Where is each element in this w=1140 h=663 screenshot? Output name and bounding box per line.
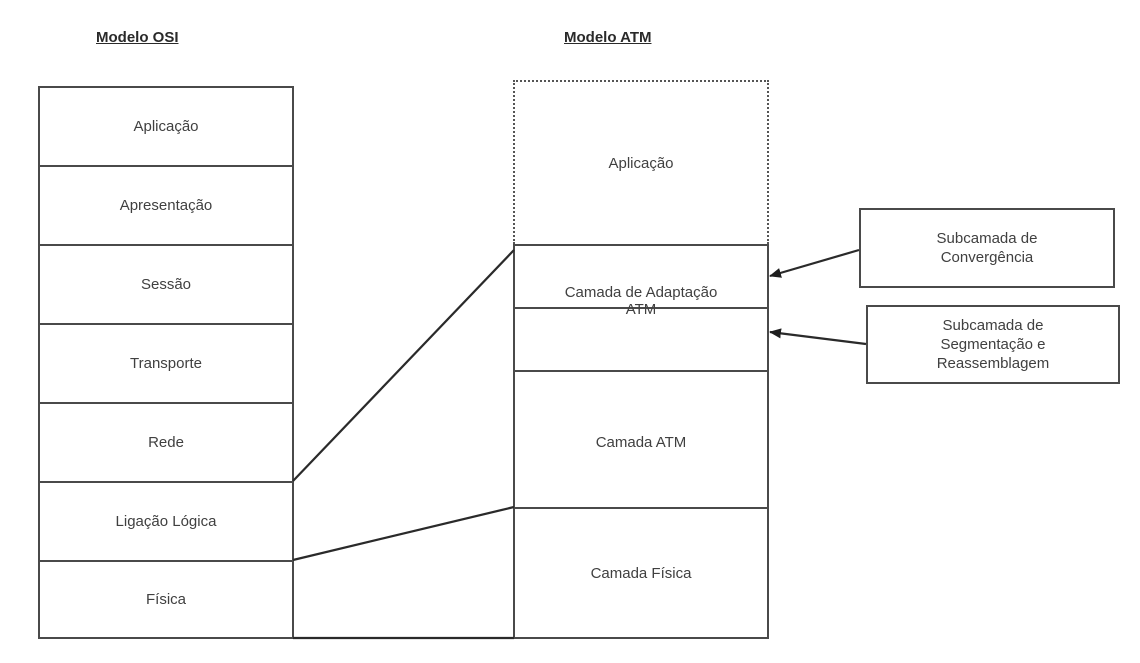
mapping-line-network-to-aal: [292, 249, 515, 482]
callout-convergence-sublayer: Subcamada de Convergência: [859, 208, 1115, 288]
osi-layer-application: Aplicação: [38, 86, 294, 165]
atm-layer-atm: Camada ATM: [513, 370, 769, 507]
osi-layer-label: Física: [145, 591, 186, 608]
callout-line: Reassemblagem: [936, 355, 1050, 372]
callout-line: Segmentação e: [940, 336, 1046, 353]
osi-layer-label: Ligação Lógica: [115, 513, 217, 530]
osi-layer-physical: Física: [38, 560, 294, 639]
osi-layer-transport: Transporte: [38, 323, 294, 402]
osi-model-title: Modelo OSI: [96, 29, 179, 46]
callout-line: Subcamada de: [936, 230, 1038, 247]
atm-model-title: Modelo ATM: [564, 29, 652, 46]
atm-layer-physical: Camada Física: [513, 507, 769, 639]
callout-line: Subcamada de: [942, 317, 1044, 334]
arrow-sar-icon: [769, 328, 867, 346]
atm-layer-label: Camada Física: [590, 564, 692, 582]
atm-adaptation-layer-label: Camada de Adaptação ATM: [513, 284, 769, 318]
osi-layer-label: Transporte: [130, 355, 202, 372]
aal-label-line2: ATM: [625, 301, 657, 318]
osi-layer-data-link: Ligação Lógica: [38, 481, 294, 560]
osi-layer-label: Rede: [148, 434, 184, 451]
atm-layer-label: Aplicação: [608, 154, 674, 172]
callout-sar-sublayer: Subcamada de Segmentação e Reassemblagem: [866, 305, 1120, 384]
osi-layer-label: Aplicação: [133, 118, 199, 135]
osi-layer-presentation: Apresentação: [38, 165, 294, 244]
mapping-line-datalink-to-physical: [292, 505, 515, 562]
callout-line: Convergência: [940, 249, 1034, 266]
osi-layer-network: Rede: [38, 402, 294, 481]
osi-layer-session: Sessão: [38, 244, 294, 323]
osi-layer-label: Sessão: [140, 276, 192, 293]
atm-layer-application: Aplicação: [513, 80, 769, 244]
arrow-convergence-icon: [769, 248, 860, 278]
atm-layer-label: Camada ATM: [595, 434, 687, 451]
aal-label-line1: Camada de Adaptação: [564, 284, 718, 301]
osi-layer-label: Apresentação: [119, 197, 213, 214]
